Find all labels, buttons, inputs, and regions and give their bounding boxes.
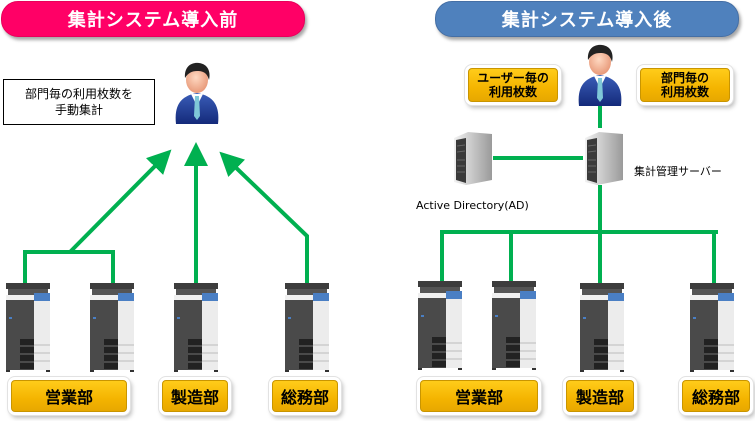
per-user-usage-label: ユーザー毎の 利用枚数 xyxy=(468,68,558,102)
ad-server-icon xyxy=(454,132,492,185)
per-department-usage-label: 部門毎の 利用枚数 xyxy=(640,68,730,102)
multifunction-printer-icon xyxy=(418,281,462,370)
aggregation-server-icon xyxy=(585,132,623,185)
note-line-1: 部門毎の利用枚数を xyxy=(24,87,133,101)
note-line-2: 手動集計 xyxy=(54,103,103,117)
per-department-usage-line-1: 部門毎の xyxy=(660,71,709,85)
department-label-general-affairs: 総務部 xyxy=(682,380,750,412)
department-label-sales: 営業部 xyxy=(420,380,538,412)
multifunction-printer-icon xyxy=(690,283,734,372)
person-icon xyxy=(175,62,219,124)
aggregation-server-label: 集計管理サーバー xyxy=(634,165,722,178)
multifunction-printer-icon xyxy=(492,281,536,370)
per-user-usage-line-1: ユーザー毎の xyxy=(477,71,549,85)
arrow-general-affairs-to-person xyxy=(219,151,309,285)
multifunction-printer-icon xyxy=(580,283,624,372)
department-label-manufacturing: 製造部 xyxy=(162,380,228,412)
department-label-sales: 営業部 xyxy=(11,380,127,412)
person-icon xyxy=(578,44,622,106)
sales-bracket-line xyxy=(23,250,115,285)
multifunction-printer-icon xyxy=(6,283,50,372)
multifunction-printer-icon xyxy=(174,283,218,372)
title-after-system: 集計システム導入後 xyxy=(435,1,739,37)
department-label-general-affairs: 総務部 xyxy=(272,380,338,412)
per-department-usage-line-2: 利用枚数 xyxy=(660,85,709,99)
department-label-manufacturing: 製造部 xyxy=(566,380,634,412)
ad-server-label: Active Directory(AD) xyxy=(416,199,529,212)
arrow-sales-to-person xyxy=(68,149,172,254)
multifunction-printer-icon xyxy=(90,283,134,372)
multifunction-printer-icon xyxy=(285,283,329,372)
title-before-system: 集計システム導入前 xyxy=(1,1,305,37)
manual-aggregation-note: 部門毎の利用枚数を 手動集計 xyxy=(3,79,155,125)
per-user-usage-line-2: 利用枚数 xyxy=(488,85,537,99)
